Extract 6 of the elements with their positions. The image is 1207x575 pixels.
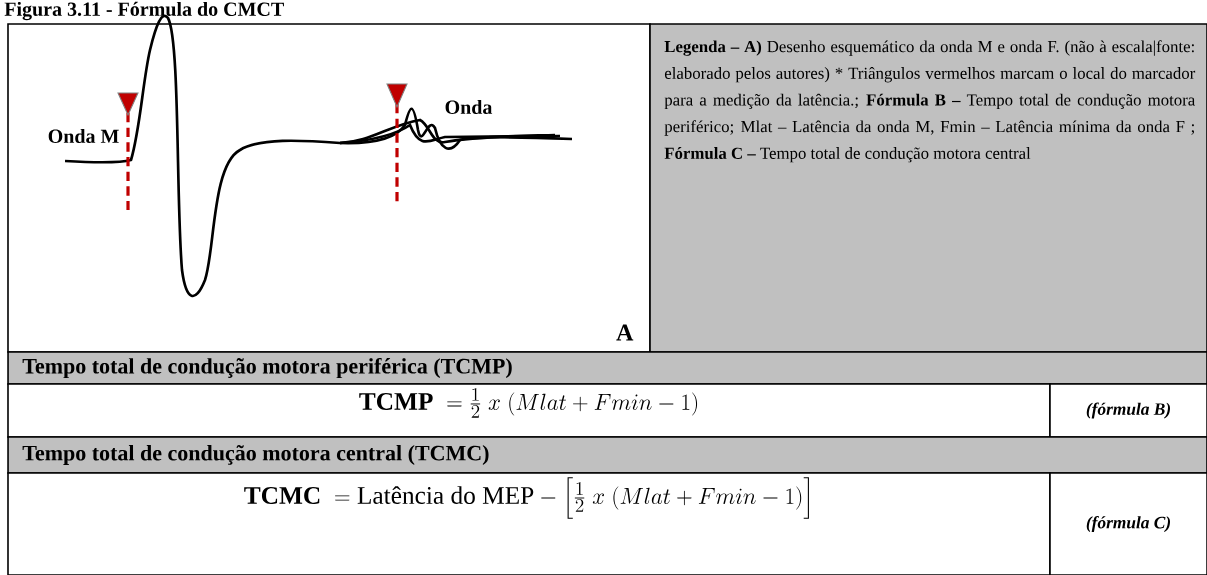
figure-title: Figura 3.11 - Fórmula do CMCT (4, 1, 284, 21)
formula-tag: (fórmula B) (1049, 383, 1207, 438)
formula-tag: (fórmula C) (1049, 472, 1207, 575)
section-header: Tempo total de condução motora central (TCMC) (7, 436, 1207, 474)
panel-letter: A (614, 323, 635, 342)
section-header: Tempo total de condução motora periférica (TCMP) (7, 351, 1207, 385)
